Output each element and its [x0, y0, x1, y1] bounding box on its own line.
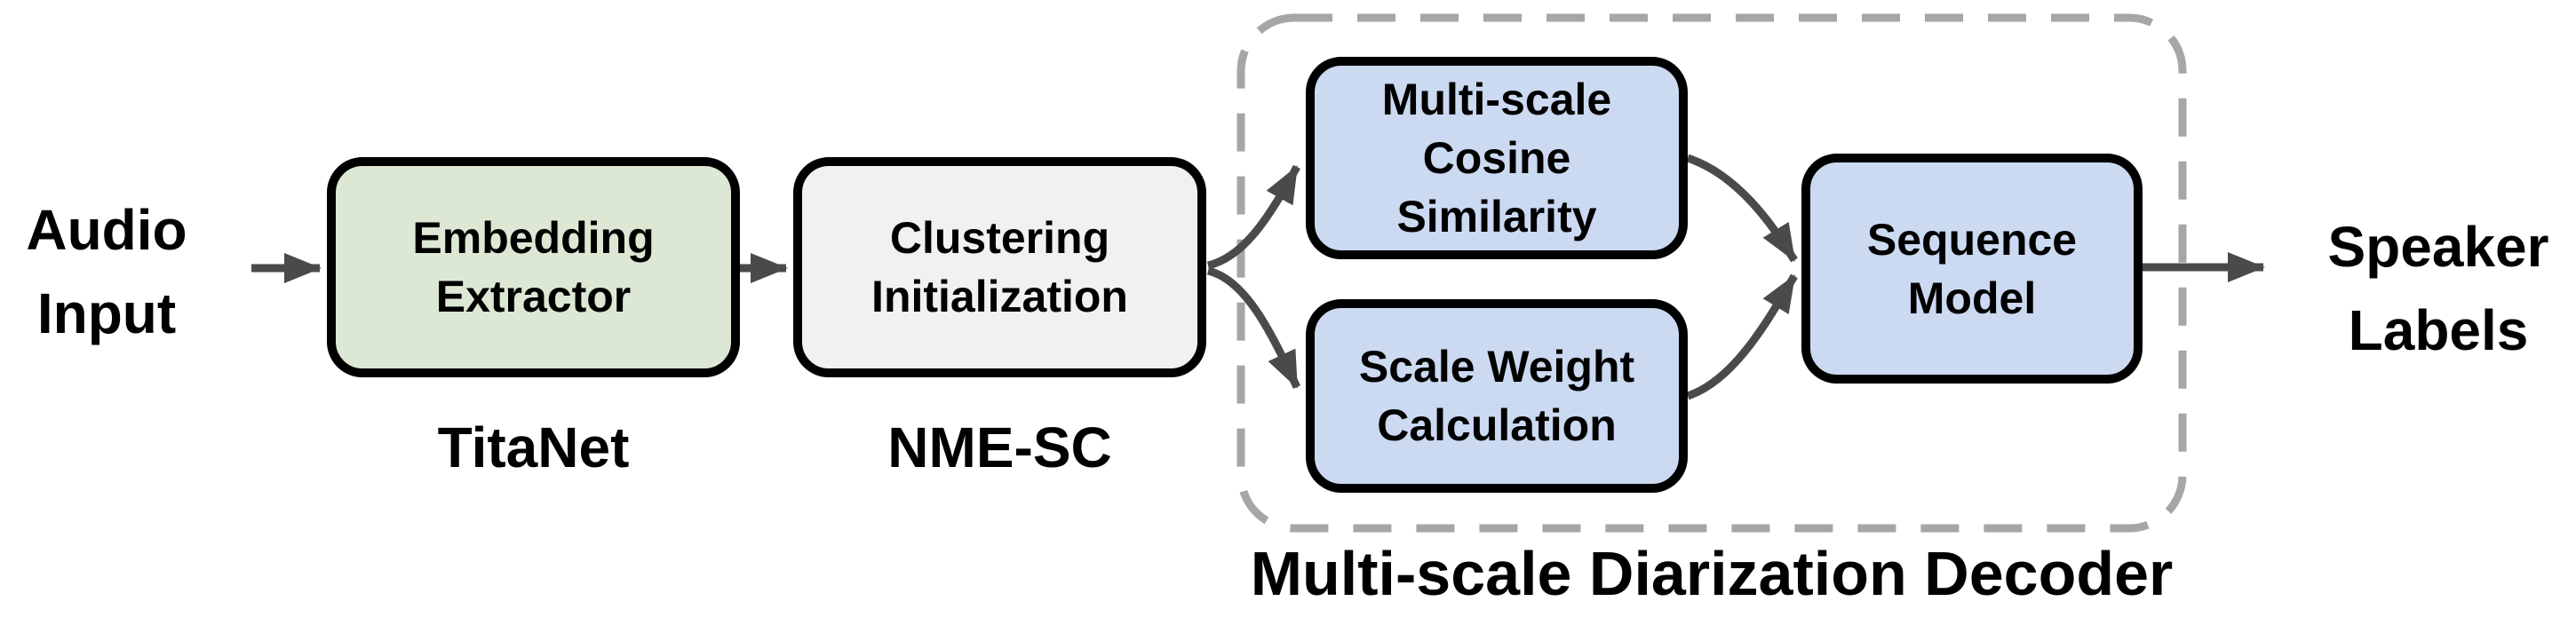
- decoder-container-label: Multi-scale Diarization Decoder: [1250, 539, 2174, 608]
- audio-input-label: Audio Input: [26, 198, 187, 345]
- speaker-labels-label: Speaker Labels: [2327, 215, 2549, 362]
- node-scale-weight-calculation: Scale Weight Calculation: [1306, 299, 1688, 493]
- decoder-container-outline: [1236, 13, 2187, 533]
- arrow-cosine-similarity-to-sequence: [1686, 154, 1798, 263]
- node-clustering-initialization: Clustering Initialization: [793, 157, 1206, 377]
- arrow-scale-weight-to-sequence: [1686, 273, 1798, 400]
- arrow-clustering-to-scale-weight: [1206, 266, 1301, 389]
- node-embedding-extractor: Embedding Extractor: [327, 157, 740, 377]
- clustering-initialization-sublabel: NME-SC: [887, 415, 1112, 479]
- node-multi-scale-cosine-similarity: Multi-scale Cosine Similarity: [1306, 57, 1688, 259]
- node-sequence-model: Sequence Model: [1801, 154, 2143, 384]
- arrow-clustering-to-cosine-similarity: [1206, 164, 1300, 270]
- embedding-extractor-sublabel: TitaNet: [437, 415, 630, 479]
